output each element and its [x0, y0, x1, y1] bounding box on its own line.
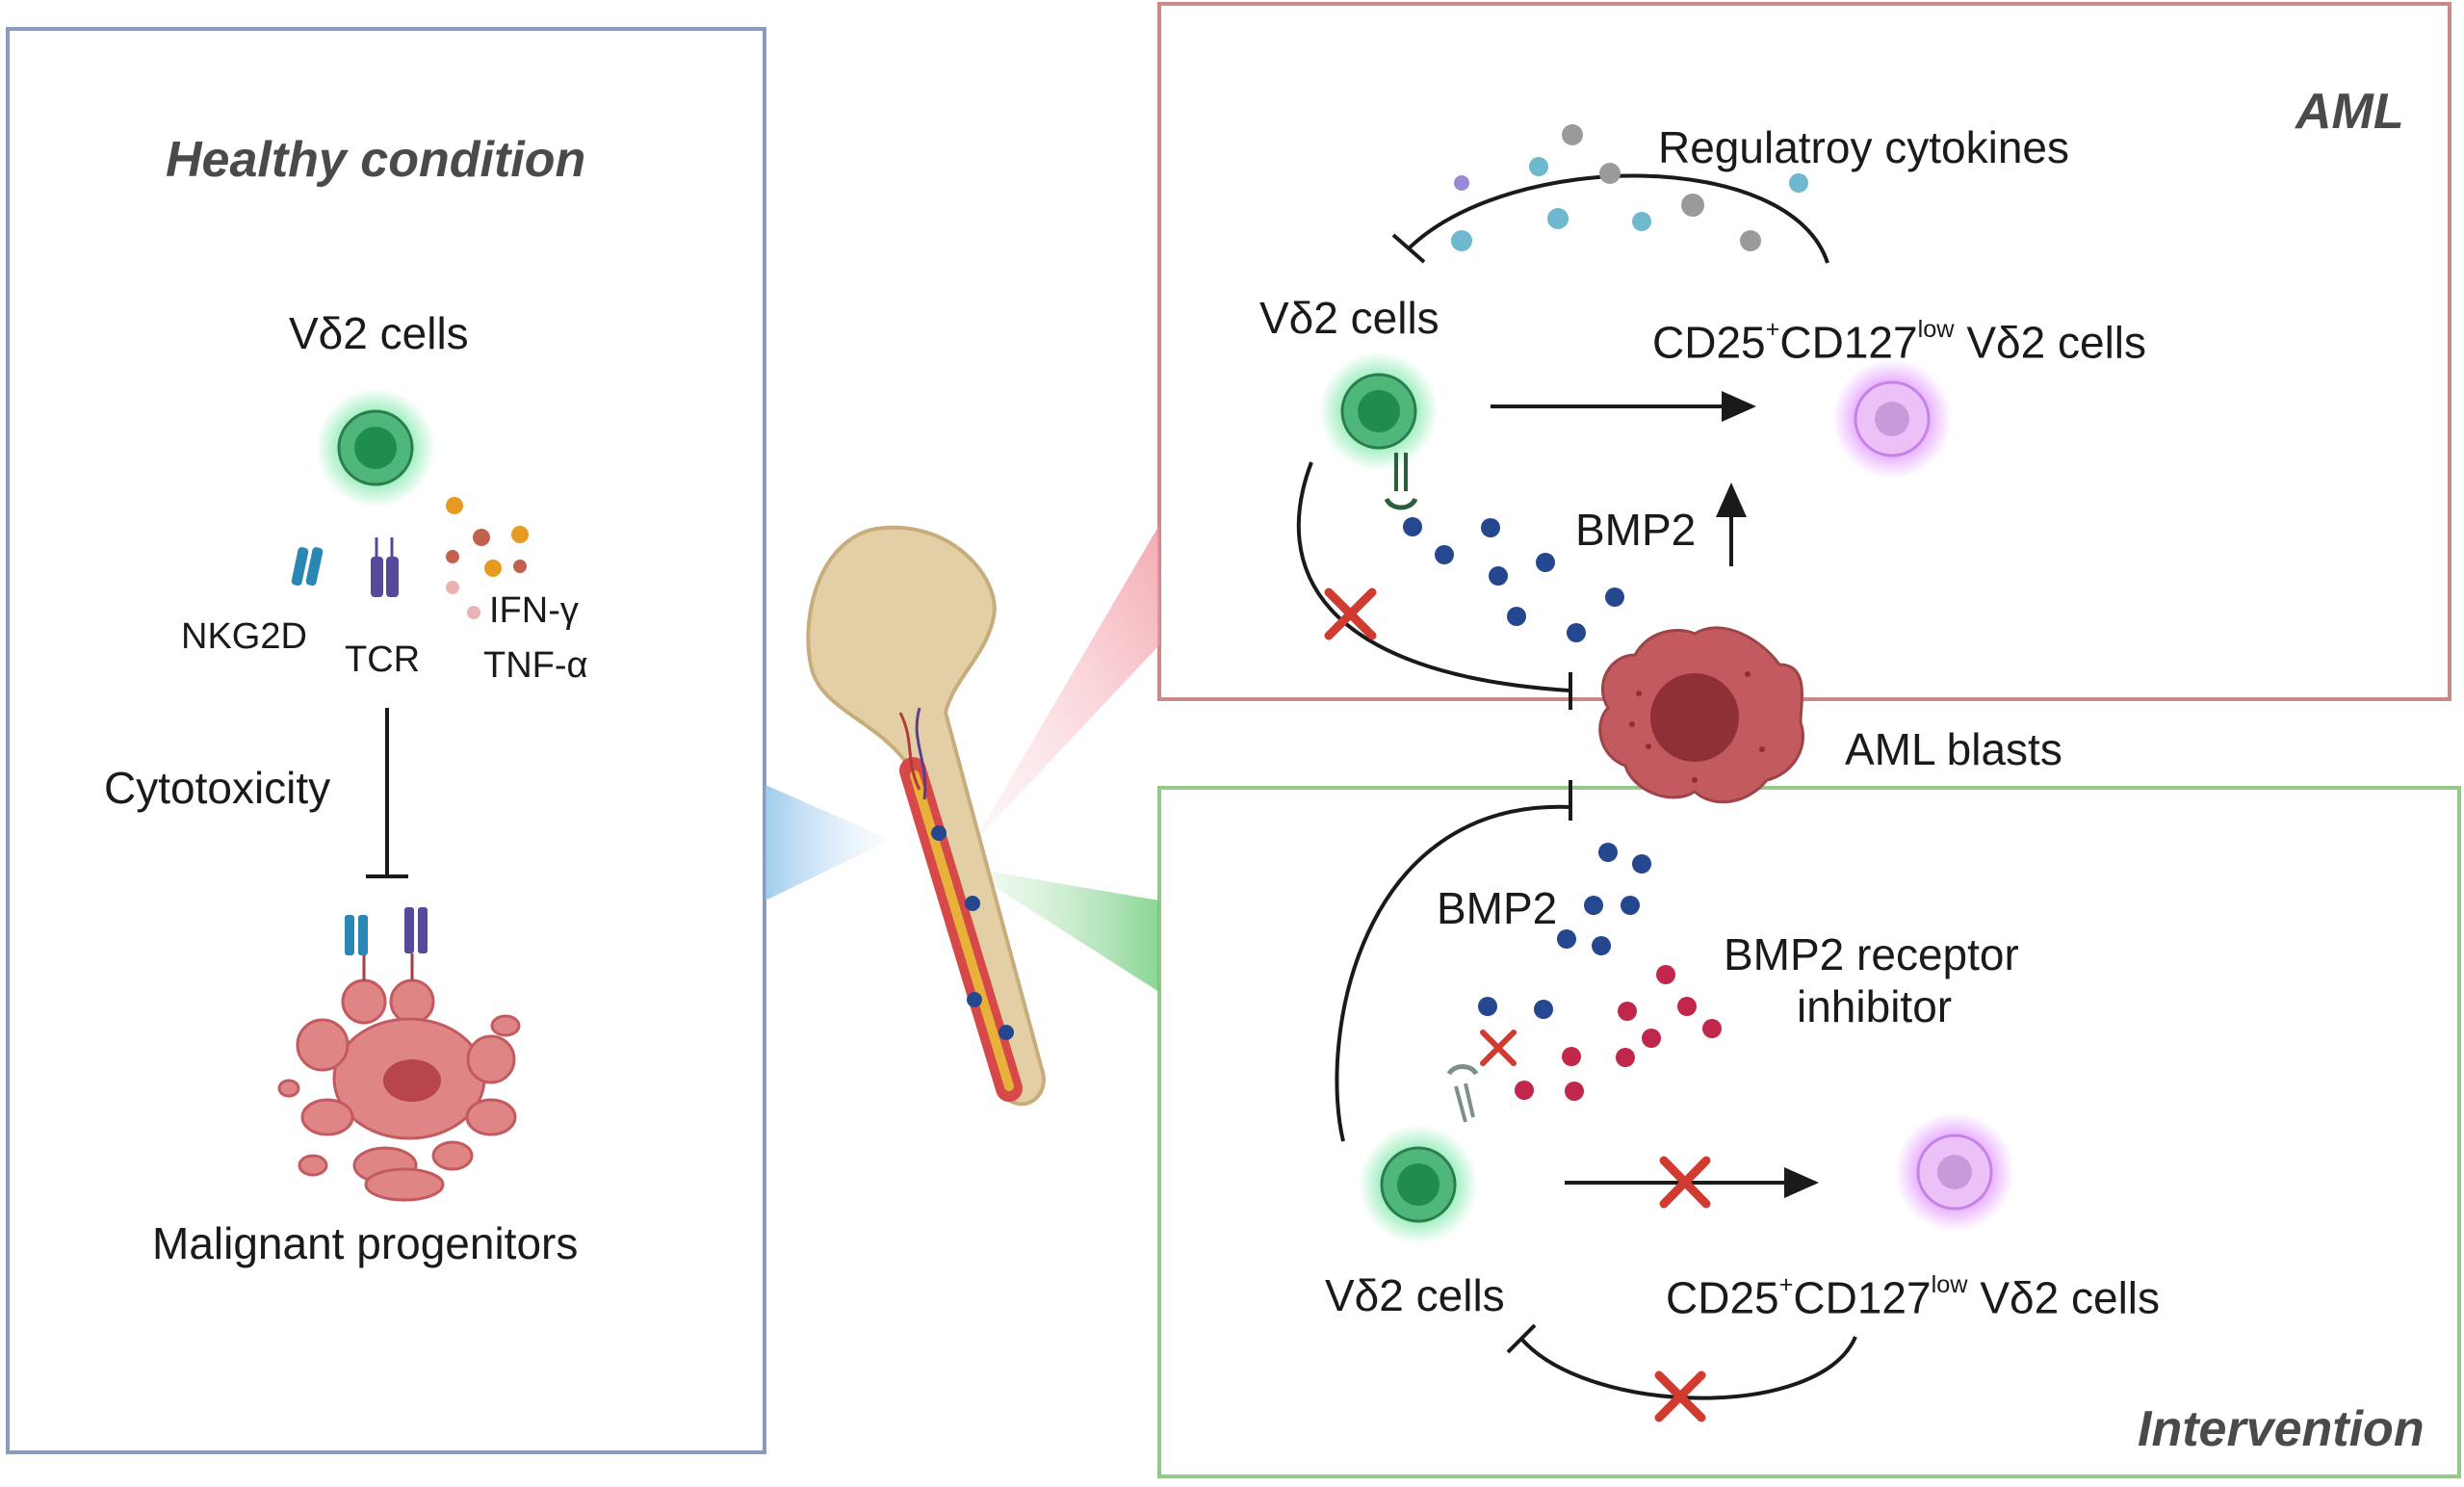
beam-red [973, 525, 1159, 844]
healthy-panel [6, 27, 766, 1454]
bone-bmp2-dot [965, 896, 980, 911]
cytotoxicity-label: Cytotoxicity [104, 763, 331, 813]
int-treg-label: CD25+CD127low Vδ2 cells [1666, 1271, 2161, 1323]
inhibitor-dots [1515, 965, 1722, 1101]
cytokine-inhibition-bar [1391, 233, 1426, 264]
tnf-alpha-label: TNF-α [483, 645, 588, 686]
aml-bmp2-label: BMP2 [1575, 505, 1697, 555]
int-receptor-blocked-x [1480, 1030, 1517, 1066]
aml-treg-nucleus [1875, 402, 1909, 436]
int-conversion-blocked-x [1659, 1156, 1711, 1209]
intervention-panel [1157, 786, 2461, 1478]
int-vd2-to-blast-line [1335, 804, 1570, 1142]
regulatory-cytokines-label: Regulatroy cytokines [1658, 122, 2069, 172]
intervention-title: Intervention [2138, 1401, 2425, 1457]
malignant-progenitors-cluster [277, 978, 521, 1202]
aml-vd2-to-blast-line [1296, 461, 1570, 692]
malignant-progenitors-label: Malignant progenitors [152, 1218, 579, 1268]
healthy-title: Healthy condition [166, 132, 586, 188]
bone-bmp2-dot [967, 992, 982, 1007]
int-treg-nucleus [1937, 1155, 1972, 1189]
bone-illustration [806, 526, 1046, 1107]
aml-vd2-nucleus [1358, 390, 1400, 432]
cytokine-feedback-arc [1407, 173, 1829, 264]
healthy-vd2-label: Vδ2 cells [289, 308, 469, 358]
aml-panel [1157, 2, 2451, 701]
nkg2d-receptor-icon [291, 547, 324, 587]
inhibitor-label-line2: inhibitor [1797, 981, 1953, 1031]
aml-blasts-label: AML blasts [1845, 724, 2062, 774]
bone-bmp2-dot [931, 825, 947, 841]
regulatory-cytokine-dots [1451, 124, 1808, 251]
bone-bmp2-dot [999, 1025, 1014, 1040]
tcr-label: TCR [345, 639, 421, 680]
ifn-gamma-label: IFN-γ [489, 590, 579, 631]
cytokine-dots-icon [446, 497, 529, 619]
aml-blast-granules [1629, 671, 1765, 783]
aml-treg-label: CD25+CD127low Vδ2 cells [1652, 316, 2147, 368]
int-bmp2-receptor-icon [1446, 1064, 1479, 1123]
tcr-receptor-icon [371, 537, 399, 597]
aml-bmp2-dots [1403, 517, 1624, 642]
aml-blocked-x [1324, 587, 1377, 640]
inhibitor-label-line1: BMP2 receptor [1724, 929, 2019, 979]
int-feedback-blocked-x [1654, 1370, 1706, 1422]
int-bmp2-dots [1478, 843, 1651, 1019]
nkg2d-label: NKG2D [181, 616, 307, 657]
int-vd2-label: Vδ2 cells [1325, 1270, 1505, 1320]
aml-bmp2-receptor-icon [1384, 453, 1418, 510]
int-bmp2-label: BMP2 [1437, 883, 1558, 933]
int-treg-feedback-arc [1519, 1336, 1857, 1400]
aml-title: AML [2295, 84, 2404, 140]
int-vd2-nucleus [1397, 1163, 1439, 1206]
healthy-vd2-nucleus [354, 427, 397, 469]
aml-vd2-label: Vδ2 cells [1259, 293, 1439, 343]
aml-blast-nucleus [1650, 673, 1739, 762]
progenitor-receptors-icon [345, 907, 428, 980]
beam-blue [765, 785, 891, 900]
beam-green [963, 867, 1159, 992]
int-treg-feedback-bar [1506, 1323, 1537, 1354]
